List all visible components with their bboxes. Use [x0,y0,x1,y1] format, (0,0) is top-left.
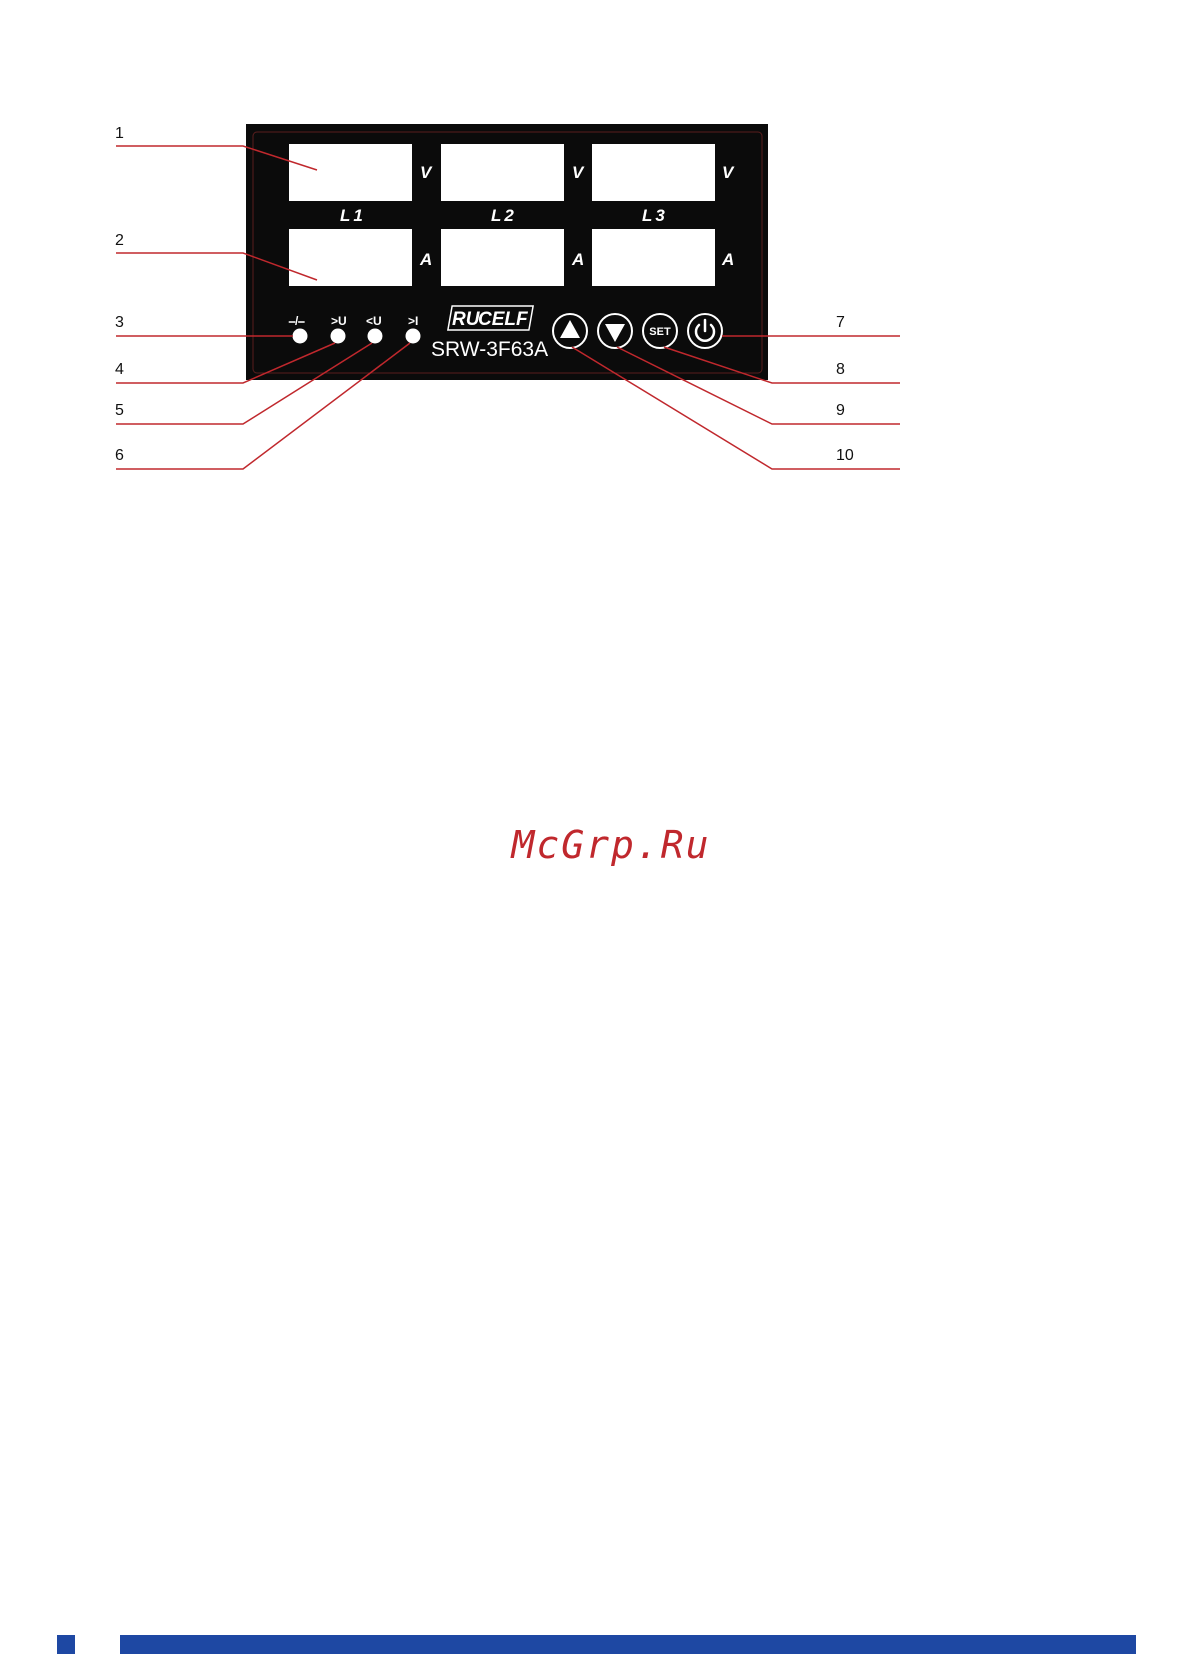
svg-text:CELF: CELF [478,309,529,330]
phase-label-l1: L1 [340,206,366,225]
down-button[interactable] [598,314,632,348]
callout-number-7: 7 [836,314,845,331]
brand-logo: RU CELF [448,306,533,330]
callout-number-8: 8 [836,361,845,378]
led-label-switch: ⎯/⎯ [288,314,305,328]
set-button[interactable]: SET [643,314,677,348]
display-voltage-l3 [592,144,715,201]
callout-number-1: 1 [115,125,124,142]
unit-label-a3: A [721,250,734,269]
phase-label-l2: L2 [491,206,517,225]
callout-number-2: 2 [115,232,124,249]
led-undervoltage-indicator [368,329,383,344]
callout-number-6: 6 [115,447,124,464]
unit-label-v1: V [420,163,433,182]
callout-number-9: 9 [836,402,845,419]
led-label-overcurrent: >I [408,314,418,328]
callout-number-4: 4 [115,361,124,378]
led-label-undervoltage: <U [366,314,382,328]
power-button[interactable] [688,314,722,348]
led-overvoltage-indicator [331,329,346,344]
led-switch-indicator [293,329,308,344]
phase-label-l3: L3 [642,206,668,225]
led-overcurrent-indicator [406,329,421,344]
callout-number-3: 3 [115,314,124,331]
up-button[interactable] [553,314,587,348]
unit-label-a1: A [419,250,432,269]
display-voltage-l1 [289,144,412,201]
model-label: SRW-3F63A [431,338,548,361]
set-button-label: SET [649,326,671,338]
callout-number-10: 10 [836,447,854,464]
footer-square [57,1635,75,1654]
display-current-l1 [289,229,412,286]
display-voltage-l2 [441,144,564,201]
watermark: McGrp.Ru [0,823,1192,867]
led-label-overvoltage: >U [331,314,347,328]
unit-label-a2: A [571,250,584,269]
svg-text:RU: RU [452,309,481,330]
callout-number-5: 5 [115,402,124,419]
footer-bar [120,1635,1136,1654]
unit-label-v3: V [722,163,735,182]
watermark-text: McGrp.Ru [511,823,710,867]
unit-label-v2: V [572,163,585,182]
display-current-l3 [592,229,715,286]
display-current-l2 [441,229,564,286]
